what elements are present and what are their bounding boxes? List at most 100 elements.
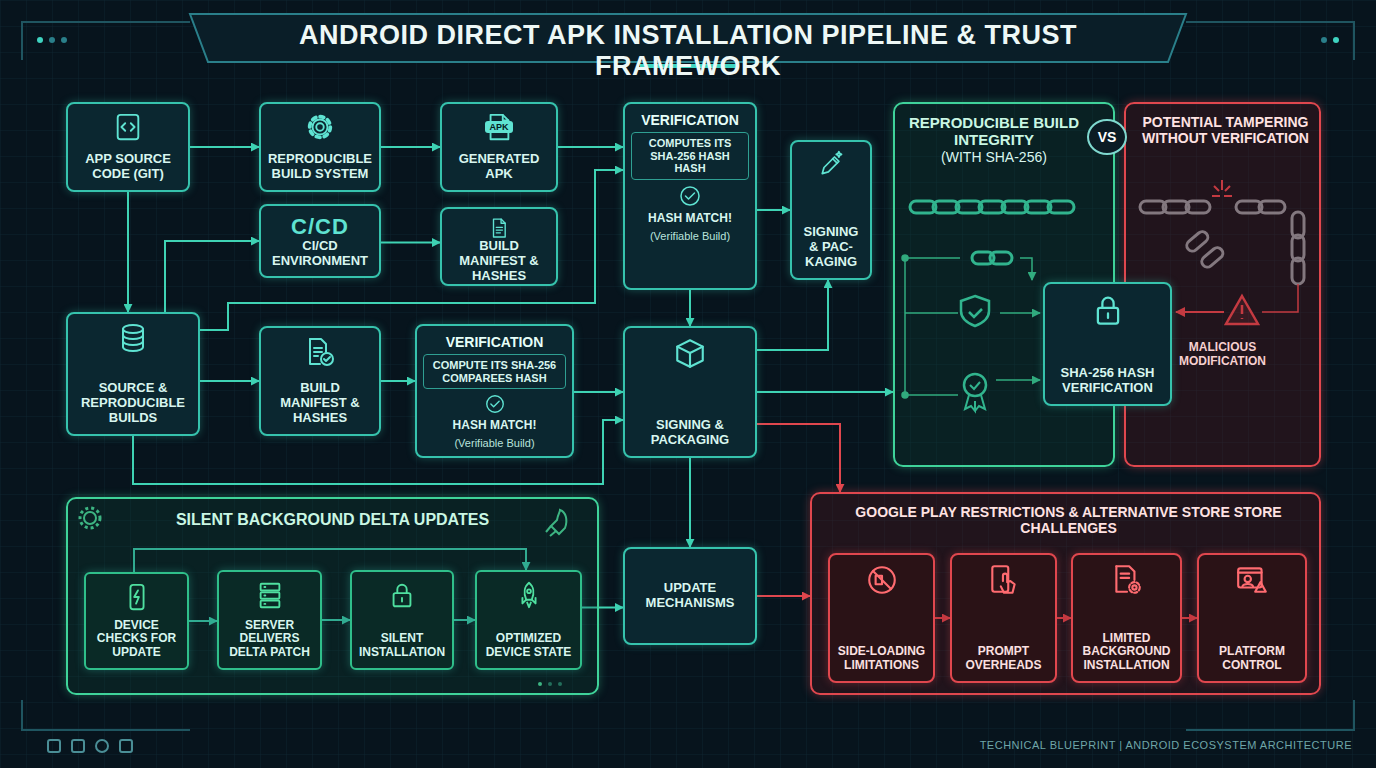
node-label: BUILD MANIFEST & HASHES (267, 381, 373, 426)
tap-icon (992, 566, 1014, 593)
install-icon (1110, 563, 1144, 597)
check-icon (678, 184, 702, 208)
node-label: SILENT INSTALLATION (358, 632, 446, 660)
badge-text: APK (485, 121, 513, 133)
verification-box: VERIFICATIONCOMPUTE ITS SHA-256 COMPAREE… (415, 324, 574, 458)
tap-icon (987, 563, 1021, 597)
connector (165, 241, 259, 312)
process-box: SIGNING & PAC- KAGING (790, 140, 872, 280)
process-box: BUILD MANIFEST & HASHES (259, 326, 381, 436)
process-box: SILENT INSTALLATION (350, 570, 454, 670)
process-box: SOURCE & REPRODUCIBLE BUILDS (66, 312, 200, 436)
ban-icon (869, 567, 895, 593)
connector (381, 380, 415, 382)
node-label: SIDE-LOADING LIMITATIONS (836, 645, 927, 673)
vs-badge: VS (1087, 119, 1127, 155)
connector (200, 170, 623, 330)
db-icon (123, 325, 143, 351)
node-label: SERVER DELIVERS DELTA PATCH (225, 619, 314, 660)
node-label: UPDATE MECHANISMS (631, 581, 749, 611)
node-text: (Verifiable Build) (454, 437, 534, 450)
node-label: PROMPT OVERHEADS (958, 645, 1049, 673)
process-box: SERVER DELIVERS DELTA PATCH (217, 570, 322, 670)
pen-icon (817, 150, 845, 178)
node-label: SIGNING & PACKAGING (631, 418, 749, 448)
lock-icon (394, 585, 411, 607)
process-box: GENERATED APK (440, 102, 558, 192)
node-label: DEVICE CHECKS FOR UPDATE (92, 619, 181, 660)
process-box: C/CDCI/CD ENVIRONMENT (259, 204, 381, 278)
db-icon (117, 322, 149, 354)
node-label: SHA-256 HASH VERIFICATION (1051, 366, 1164, 396)
lock-icon (1090, 292, 1126, 328)
frame (48, 740, 60, 752)
node-label: BUILD MANIFEST & HASHES (448, 239, 550, 284)
process-box: DEVICE CHECKS FOR UPDATE (84, 572, 189, 670)
node-label: REPRODUCIBLE BUILD SYSTEM (267, 152, 373, 182)
connector (190, 146, 259, 148)
rocket-icon (522, 583, 535, 607)
gear-icon (310, 117, 331, 138)
manifest-icon (310, 339, 333, 365)
node-text: HASH MATCH! (453, 419, 537, 433)
doc-icon (488, 217, 510, 239)
frame (72, 740, 84, 752)
node-text: (WITH SHA-256) (941, 149, 1047, 165)
frame (61, 37, 67, 43)
frame (1186, 22, 1354, 60)
connector (757, 595, 810, 597)
footer-text: TECHNICAL BLUEPRINT | ANDROID ECOSYSTEM … (960, 739, 1352, 751)
process-box: SIGNING & PACKAGING (623, 326, 757, 458)
node-text: COMPUTES ITS SHA-256 HASH HASH (631, 132, 749, 180)
process-box: OPTIMIZED DEVICE STATE (475, 570, 582, 670)
connector (381, 146, 440, 148)
check-icon (486, 396, 503, 413)
restriction-box: SIDE-LOADING LIMITATIONS (828, 553, 935, 683)
frame (1333, 37, 1339, 43)
process-box: SHA-256 HASH VERIFICATION (1043, 282, 1172, 406)
process-box: BUILD MANIFEST & HASHES (440, 207, 558, 286)
frame (96, 740, 108, 752)
connector (757, 209, 790, 211)
code-icon (118, 115, 139, 139)
phone-icon (122, 582, 152, 612)
connector (757, 391, 893, 393)
gear-icon (305, 112, 335, 142)
ban-icon (865, 563, 899, 597)
connector (757, 424, 840, 492)
doc-icon (494, 219, 506, 237)
platform-icon (1235, 563, 1269, 597)
connector (757, 280, 828, 350)
process-box: APP SOURCE CODE (GIT) (66, 102, 190, 192)
node-label: SILENT BACKGROUND DELTA UPDATES (176, 511, 489, 529)
package-icon (673, 336, 707, 370)
node-text: HASH MATCH! (648, 212, 732, 226)
frame (49, 37, 55, 43)
server-icon (260, 584, 279, 607)
server-icon (255, 580, 285, 610)
node-label: VERIFICATION (446, 334, 544, 350)
connector (574, 391, 623, 393)
node-label: APP SOURCE CODE (GIT) (74, 152, 182, 182)
platform-icon (1238, 568, 1266, 591)
restriction-box: LIMITED BACKGROUND INSTALLATION (1071, 553, 1182, 683)
node-label: OPTIMIZED DEVICE STATE (483, 632, 574, 660)
pen-icon (822, 152, 841, 174)
node-label: SIGNING & PAC- KAGING (798, 225, 864, 270)
node-label: GOOGLE PLAY RESTRICTIONS & ALTERNATIVE S… (828, 504, 1309, 536)
check-icon (484, 393, 506, 415)
frame (120, 740, 132, 752)
process-box: REPRODUCIBLE BUILD SYSTEM (259, 102, 381, 192)
connector (381, 242, 440, 244)
rocket-icon (514, 580, 544, 610)
connector (127, 192, 129, 312)
restriction-box: PROMPT OVERHEADS (950, 553, 1057, 683)
frame (22, 22, 190, 60)
restriction-box: PLATFORM CONTROL (1197, 553, 1307, 683)
node-label: VERIFICATION (641, 112, 739, 128)
connector (558, 146, 623, 148)
frame (22, 14, 1354, 752)
node-label: PLATFORM CONTROL (1205, 645, 1299, 673)
node-label: C/CD (291, 214, 349, 239)
